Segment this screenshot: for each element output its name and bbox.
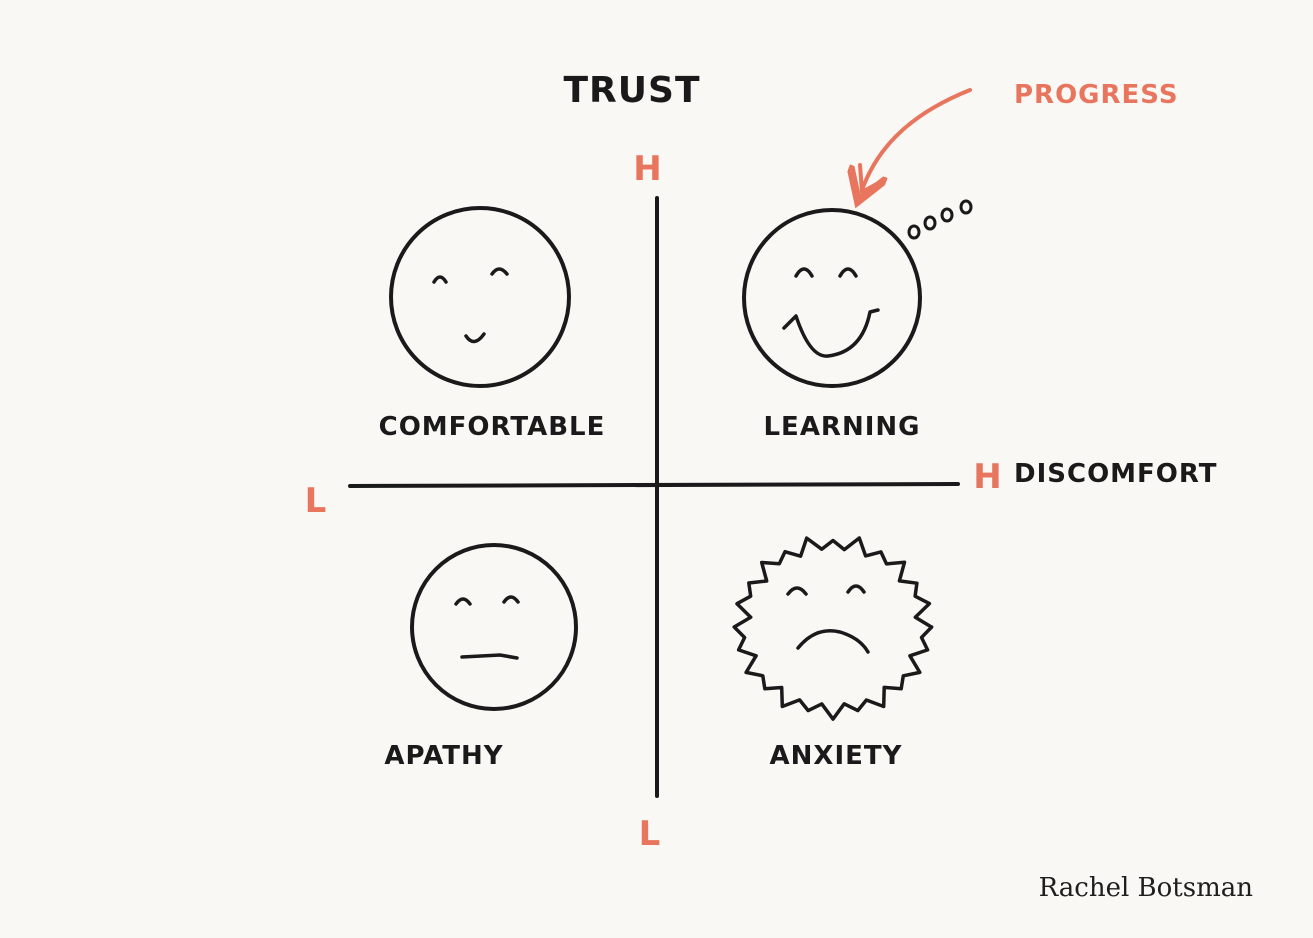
trust-axis-title: TRUST — [564, 70, 701, 111]
trust-low-marker: L — [639, 814, 662, 854]
horizontal-axis — [348, 482, 960, 488]
anxiety-face-icon — [732, 536, 934, 721]
learning-face-icon — [742, 208, 922, 388]
quadrant-label-learning: LEARNING — [763, 412, 920, 442]
discomfort-low-marker: L — [305, 481, 328, 521]
apathy-face-icon — [410, 543, 578, 711]
progress-arrow-icon — [862, 88, 972, 190]
progress-arrowhead — [858, 163, 886, 194]
quadrant-label-apathy: APATHY — [384, 741, 503, 771]
trust-high-marker: H — [633, 149, 662, 189]
thought-bubble-icon — [907, 199, 973, 240]
quadrant-label-anxiety: ANXIETY — [770, 741, 903, 771]
progress-label: PROGRESS — [1014, 80, 1179, 110]
quadrant-label-comfortable: COMFORTABLE — [379, 412, 606, 442]
discomfort-axis-title: DISCOMFORT — [1014, 459, 1218, 489]
comfortable-face-icon — [389, 206, 571, 388]
discomfort-high-marker: H — [973, 457, 1002, 497]
author-signature: Rachel Botsman — [1038, 873, 1253, 903]
